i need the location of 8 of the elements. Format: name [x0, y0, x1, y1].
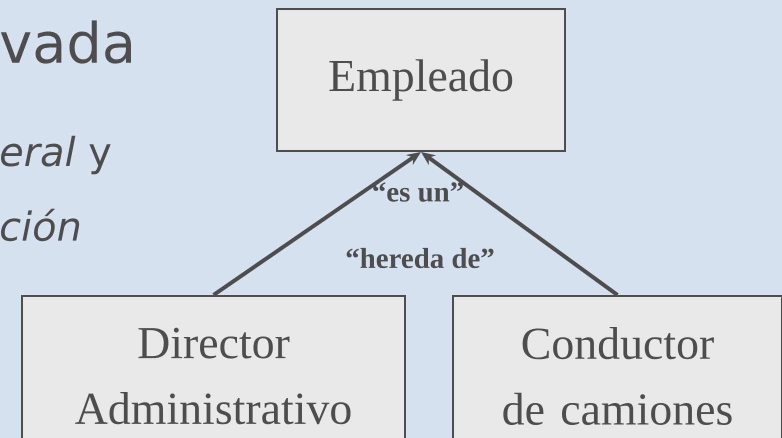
body-text: eral y — [1, 136, 111, 174]
relation-label: “hereda de” — [346, 248, 494, 268]
class-box: Empleado — [276, 8, 566, 152]
title-text: vada — [0, 20, 131, 64]
relation-label: “es un” — [373, 182, 463, 202]
class-box: Director Administrativo — [21, 295, 406, 438]
body-text: ción — [1, 208, 80, 242]
class-box: Conductor de camiones — [452, 295, 782, 438]
